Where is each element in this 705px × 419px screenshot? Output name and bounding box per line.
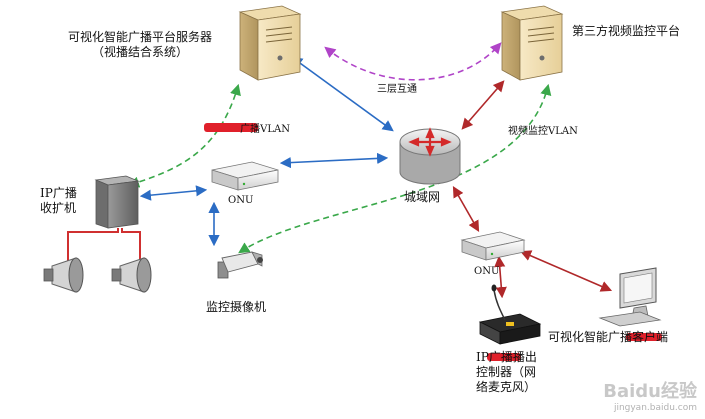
router-label: 城域网 <box>404 190 441 204</box>
video-vlan-label: 视频监控VLAN <box>508 126 578 137</box>
third-party-server-icon <box>500 5 564 81</box>
onu-right-label: ONU <box>474 266 500 277</box>
server-subtitle-label: （视播结合系统） <box>91 45 188 59</box>
edge-video-vlan <box>238 83 552 254</box>
router-icon <box>399 127 461 185</box>
camera-label: 监控摄像机 <box>206 300 267 314</box>
redaction-mark <box>204 123 258 132</box>
speaker-left-icon <box>43 257 84 293</box>
watermark-sub: jingyan.baidu.com <box>613 403 697 413</box>
speaker-right-icon <box>111 257 152 293</box>
edge-broadcast-vlan <box>127 83 241 188</box>
client-pc-icon <box>598 267 662 327</box>
edge-router-onu2 <box>452 186 480 232</box>
amplifier-label-line1: IP广播 <box>40 186 77 200</box>
onu-right-icon <box>460 231 526 261</box>
onu-left-icon <box>211 161 279 191</box>
watermark-text: Baidu经验 <box>603 381 697 402</box>
layer3-label: 三层互通 <box>377 84 417 95</box>
mic-label-line2: 控制器（网 <box>476 365 537 379</box>
network-microphone-icon <box>478 284 542 345</box>
server-icon <box>238 5 302 81</box>
edge-router-thirdparty <box>461 80 505 130</box>
edge-onu2-client <box>519 250 613 292</box>
camera-icon <box>217 251 263 279</box>
redaction-mark <box>487 353 521 361</box>
mic-label-line1: IP广播播出 <box>476 350 537 364</box>
amplifier-icon <box>94 175 140 229</box>
third-party-platform-label: 第三方视频监控平台 <box>572 24 681 38</box>
broadcast-vlan-label: 广播VLAN <box>240 124 290 135</box>
edge-amp-onu <box>139 185 208 201</box>
mic-label-line3: 络麦克风） <box>476 380 537 394</box>
onu-left-label: ONU <box>228 195 254 206</box>
client-label: 可视化智能广播客户端 <box>548 330 669 344</box>
speaker-wire-right <box>121 228 141 262</box>
redaction-mark <box>626 333 662 341</box>
edge-layer3-interconnect <box>324 42 502 81</box>
server-title-label: 可视化智能广播平台服务器 <box>67 30 212 44</box>
edge-onu-router <box>279 152 389 169</box>
amplifier-label-line2: 收扩机 <box>40 201 77 215</box>
speaker-wire-left <box>67 228 119 262</box>
watermark: Baidu经验 jingyan.baidu.com <box>603 377 697 413</box>
edge-onu2-mic <box>494 255 507 299</box>
